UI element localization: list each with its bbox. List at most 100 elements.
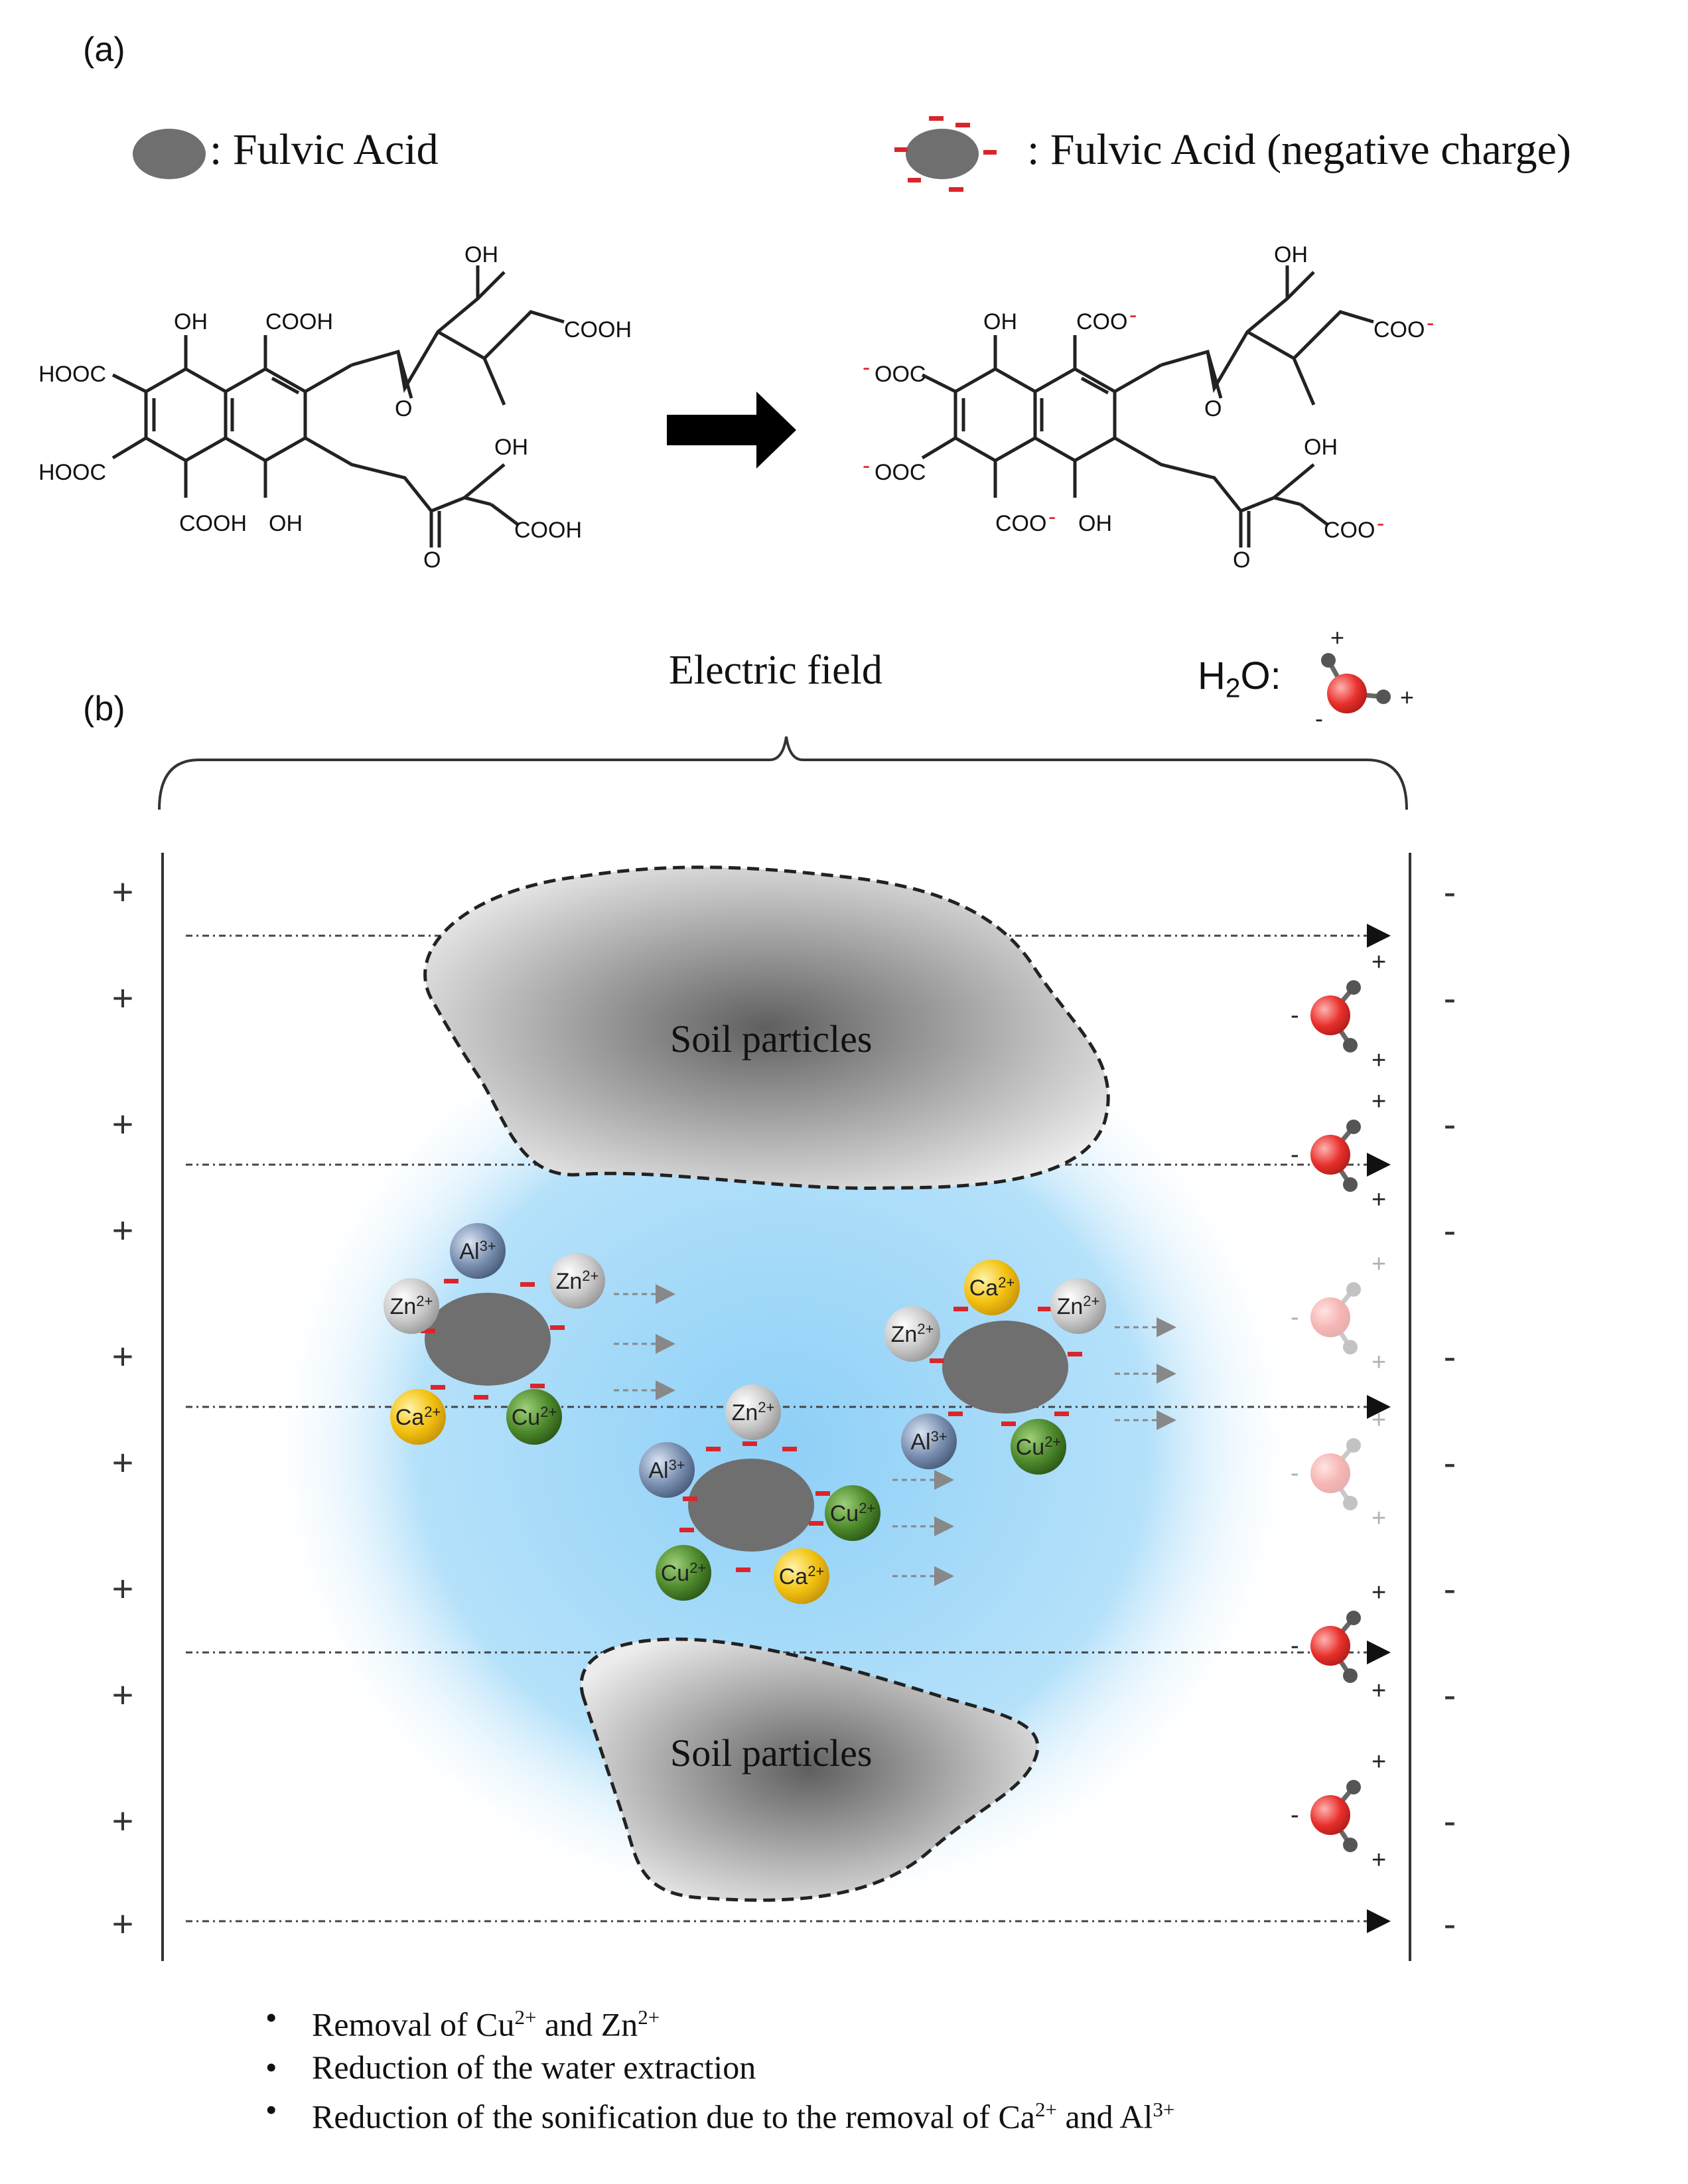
right-minus-3: -	[863, 355, 871, 380]
zn-ion-ball	[725, 1384, 781, 1440]
left-oh-side: OH	[464, 242, 498, 267]
negative-charge-mark	[815, 1491, 830, 1496]
ca-ion-ball	[390, 1389, 446, 1445]
anode-plus-sign: +	[112, 1567, 134, 1609]
soil-particle-lower	[579, 1637, 1040, 1902]
negative-charge-mark	[1054, 1412, 1069, 1416]
right-coo-chain: COO	[1373, 317, 1425, 342]
right-o-upper: O	[1204, 396, 1222, 421]
zn-ion-ball	[549, 1253, 605, 1309]
electric-field-title: Electric field	[669, 648, 882, 693]
negative-charge-mark	[520, 1282, 535, 1287]
right-o-lower: O	[1233, 547, 1251, 573]
oxygen-atom	[1310, 1626, 1350, 1666]
cathode-minus-sign: -	[1444, 1209, 1456, 1251]
anode-plus-sign: +	[112, 1335, 134, 1377]
note-item: Reduction of the water extraction	[265, 2046, 1174, 2088]
cu-ion-ball	[506, 1389, 562, 1445]
svg-text:-: -	[1315, 705, 1323, 732]
svg-text:-: -	[1291, 1632, 1299, 1660]
svg-text:+: +	[1372, 1088, 1386, 1116]
cu-ion-ball	[1011, 1419, 1066, 1475]
al-ion: Al3+	[450, 1223, 506, 1279]
hydrogen-atom	[1343, 1038, 1358, 1053]
panel-b-label: (b)	[83, 690, 125, 728]
field-brace	[158, 736, 1408, 810]
ca-ion: Ca2+	[390, 1389, 446, 1445]
anode-plus-sign: +	[112, 1103, 134, 1145]
hydrogen-atom	[1346, 1780, 1361, 1794]
right-minus-2: -	[1427, 311, 1435, 336]
right-coo-top: COO	[1076, 309, 1128, 334]
right-minus-5: -	[1048, 504, 1056, 530]
structure-bonds	[111, 265, 1374, 547]
cu-ion: Cu2+	[656, 1545, 711, 1601]
ca-ion: Ca2+	[774, 1548, 829, 1604]
cathode-minus-sign: -	[1444, 1567, 1456, 1609]
water-molecule: + + -	[1291, 948, 1386, 1074]
anode-plus-sign: +	[112, 977, 134, 1019]
cathode-minus-sign: -	[1444, 1335, 1456, 1377]
oxygen-atom	[1310, 1795, 1350, 1835]
hydrogen-atom	[1346, 1120, 1361, 1134]
left-hooc-upper: HOOC	[38, 362, 106, 387]
svg-text:-: -	[1291, 1001, 1299, 1029]
svg-text:+: +	[1372, 1348, 1386, 1376]
right-ooc-upper: OOC	[875, 362, 926, 387]
anode-plus-signs: ++++++++++	[112, 871, 134, 1944]
svg-text:+: +	[1400, 684, 1414, 711]
negative-charge-mark	[953, 1307, 968, 1311]
water-h: H	[1198, 654, 1226, 697]
negative-charge-mark	[474, 1395, 488, 1400]
al-ion-ball	[450, 1223, 506, 1279]
svg-text:+: +	[1372, 1406, 1386, 1434]
left-oh-lower-chain: OH	[494, 435, 528, 460]
negative-charge-mark	[1068, 1352, 1082, 1356]
al-ion: Al3+	[901, 1414, 957, 1469]
zn-ion-label: Zn2+	[390, 1293, 433, 1319]
svg-text:+: +	[1330, 624, 1344, 651]
zn-ion: Zn2+	[549, 1253, 605, 1309]
hydrogen-atom	[1343, 1340, 1358, 1354]
anode-plus-sign: +	[112, 1800, 134, 1842]
water-molecule: ++-	[1291, 1748, 1386, 1874]
water-sub: 2	[1225, 672, 1241, 703]
negative-charge-mark	[683, 1496, 697, 1501]
soil-particle-upper	[423, 865, 1110, 1190]
hydrogen-atom	[1343, 1496, 1358, 1510]
negative-charge-mark	[742, 1441, 757, 1446]
right-coo-lower-chain: COO	[1324, 518, 1375, 543]
left-cooh-top: COOH	[265, 309, 333, 334]
al-ion-ball	[639, 1442, 695, 1498]
al-ion: Al3+	[639, 1442, 695, 1498]
fulvic-complex-1: Al3+Zn2+Zn2+Ca2+Cu2+	[384, 1223, 675, 1445]
ca-ion-ball	[964, 1260, 1020, 1315]
zn-ion-label: Zn2+	[732, 1399, 775, 1425]
oxygen-atom	[1310, 1135, 1350, 1175]
note-item: Reduction of the sonification due to the…	[265, 2088, 1174, 2138]
water-molecule: ++-	[1291, 1579, 1386, 1705]
negative-charge-mark	[421, 1329, 435, 1333]
oxygen-atom	[1310, 1453, 1350, 1493]
right-ooc-lower: OOC	[875, 460, 926, 485]
left-o-lower: O	[423, 547, 441, 573]
cu-ion-ball	[825, 1485, 880, 1541]
svg-text:+: +	[1372, 948, 1386, 976]
cathode-minus-sign: -	[1444, 1103, 1456, 1145]
oxygen-atom	[1310, 1297, 1350, 1337]
al-ion-label: Al3+	[648, 1457, 685, 1483]
ca-ion: Ca2+	[964, 1260, 1020, 1315]
panel-a-label: (a)	[83, 31, 125, 69]
negative-charge-mark	[431, 1385, 445, 1390]
negative-charge-mark	[736, 1567, 750, 1572]
ca-ion-ball	[774, 1548, 829, 1604]
left-structure-bonds	[111, 265, 565, 547]
negative-charge-mark	[550, 1325, 565, 1330]
svg-text:+: +	[1372, 1047, 1386, 1074]
hydrogen-atom	[1343, 1177, 1358, 1192]
oxygen-atom	[1310, 995, 1350, 1035]
zn-ion: Zn2+	[384, 1278, 439, 1334]
cu-ion-label: Cu2+	[1016, 1433, 1062, 1460]
left-hooc-lower: HOOC	[38, 460, 106, 485]
